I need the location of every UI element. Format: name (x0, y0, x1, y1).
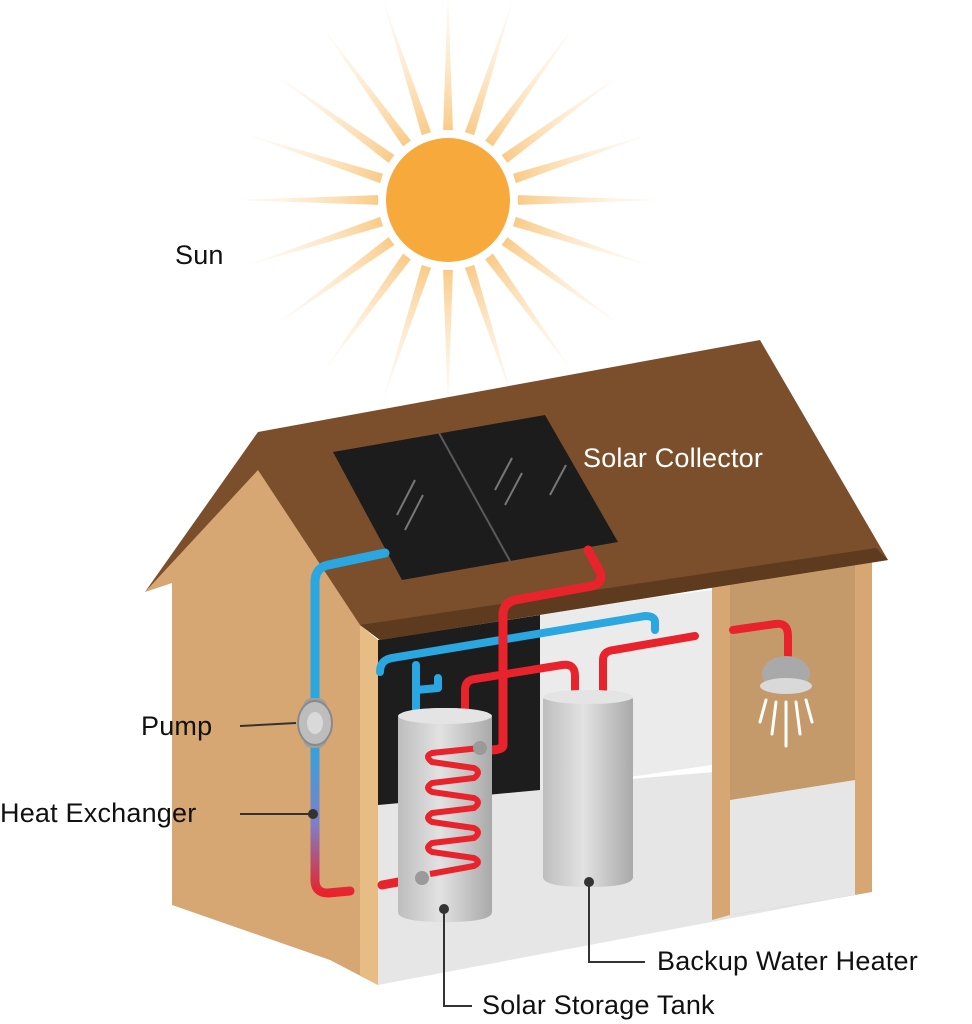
sun-ray (501, 73, 622, 163)
storage-tank-leader (443, 909, 472, 1007)
sun-ray (274, 73, 395, 163)
sun-ray (243, 216, 384, 267)
hot-pipe-backup-out (599, 632, 699, 694)
sun-ray (233, 195, 379, 205)
house-front-edge (360, 625, 378, 985)
sun-ray (464, 0, 514, 136)
hot-pipe-tank-to-backup (461, 660, 579, 716)
sun-ray (321, 253, 411, 374)
house-right-edge (855, 560, 872, 895)
sun-ray (512, 216, 653, 267)
backup-water-heater (543, 690, 633, 887)
sun-ray (501, 237, 622, 327)
sun-ray (274, 237, 395, 327)
house (145, 340, 888, 985)
label-sun: Sun (175, 240, 224, 270)
sun-ray (382, 0, 432, 136)
hot-pipe-shower (729, 619, 792, 659)
sun-ray (485, 253, 575, 374)
pump (297, 698, 333, 748)
sun-ray (443, 0, 453, 131)
cold-pipe-branch (412, 674, 442, 694)
right-room-floor (730, 780, 855, 915)
sun (233, 0, 663, 415)
label-solar-collector: Solar Collector (583, 443, 764, 473)
sun-ray (321, 26, 411, 147)
label-pump: Pump (141, 711, 213, 741)
sun-disc (386, 138, 510, 262)
partition-wall-1 (712, 582, 730, 920)
hot-pipe-collector (485, 545, 606, 755)
pump-leader (239, 722, 297, 727)
sun-rays (233, 0, 663, 415)
shower-head (758, 656, 814, 748)
solar-collector (333, 415, 618, 580)
sun-ray (517, 195, 663, 205)
backup-heater-leader (588, 882, 645, 963)
sun-ray (464, 264, 515, 405)
label-backup-water-heater: Backup Water Heater (657, 946, 918, 976)
cold-pipe-inside (376, 612, 659, 676)
heat-exchanger-coil (425, 745, 481, 877)
solar-storage-tank (398, 708, 492, 922)
sun-ray (243, 133, 384, 184)
cold-pipe-collector (310, 548, 390, 705)
label-heat-exchanger: Heat Exchanger (0, 798, 197, 828)
roof-underside (360, 548, 888, 640)
label-solar-storage-tank: Solar Storage Tank (482, 990, 715, 1020)
sun-ray (512, 133, 653, 184)
heat-exchanger-pipe (310, 735, 355, 898)
sun-ray (443, 269, 453, 415)
leader-lines (239, 722, 645, 1007)
sun-ray (485, 26, 575, 147)
sun-ray (381, 264, 432, 405)
